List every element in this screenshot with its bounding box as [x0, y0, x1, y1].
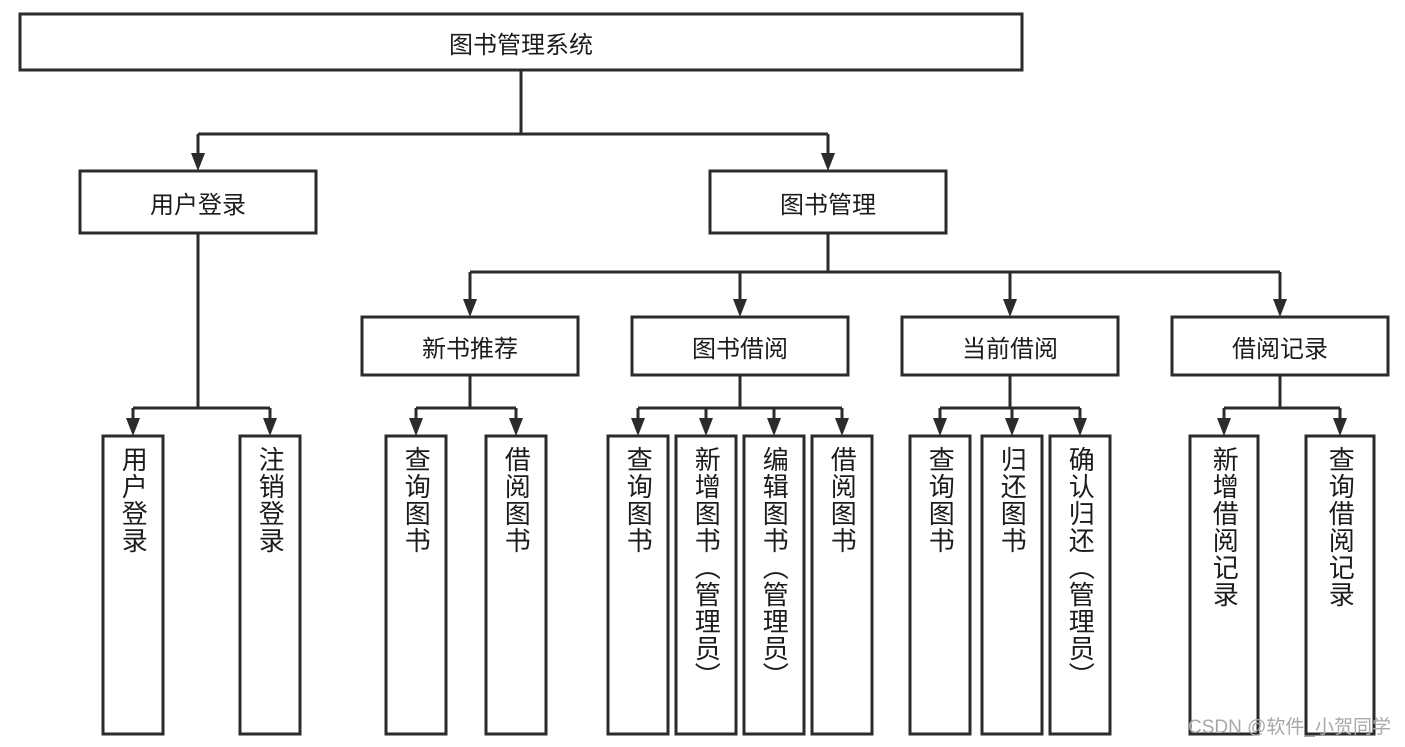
node-box-l3_3[interactable] — [1170, 315, 1390, 377]
edge-arrowhead-icon — [821, 153, 835, 171]
edge-layer — [126, 70, 1347, 436]
node-box-leaf_6[interactable] — [742, 434, 806, 736]
node-box-l2_1[interactable] — [708, 169, 948, 235]
node-box-l3_2[interactable] — [900, 315, 1120, 377]
node-box-leaf_2[interactable] — [384, 434, 448, 736]
edge-arrowhead-icon — [1273, 299, 1287, 317]
edge-arrowhead-icon — [631, 418, 645, 436]
node-box-leaf_7[interactable] — [810, 434, 874, 736]
edge-arrowhead-icon — [1333, 418, 1347, 436]
node-box-leaf_9[interactable] — [980, 434, 1044, 736]
node-layer — [18, 12, 1390, 736]
edge-arrowhead-icon — [767, 418, 781, 436]
node-box-leaf_12[interactable] — [1304, 434, 1376, 736]
node-box-root[interactable] — [18, 12, 1024, 72]
edge-arrowhead-icon — [191, 153, 205, 171]
edge-arrowhead-icon — [733, 299, 747, 317]
node-box-leaf_3[interactable] — [484, 434, 548, 736]
node-box-leaf_5[interactable] — [674, 434, 738, 736]
edge-arrowhead-icon — [126, 418, 140, 436]
edge-arrowhead-icon — [1003, 299, 1017, 317]
edge-arrowhead-icon — [409, 418, 423, 436]
node-box-leaf_8[interactable] — [908, 434, 972, 736]
edge-arrowhead-icon — [1217, 418, 1231, 436]
edge-arrowhead-icon — [509, 418, 523, 436]
edge-arrowhead-icon — [263, 418, 277, 436]
node-box-l2_0[interactable] — [78, 169, 318, 235]
node-box-leaf_11[interactable] — [1188, 434, 1260, 736]
node-box-leaf_0[interactable] — [101, 434, 165, 736]
edge-arrowhead-icon — [933, 418, 947, 436]
edge-arrowhead-icon — [835, 418, 849, 436]
edge-arrowhead-icon — [699, 418, 713, 436]
node-box-l3_1[interactable] — [630, 315, 850, 377]
edge-arrowhead-icon — [463, 299, 477, 317]
edge-arrowhead-icon — [1073, 418, 1087, 436]
node-box-leaf_10[interactable] — [1048, 434, 1112, 736]
node-box-l3_0[interactable] — [360, 315, 580, 377]
node-box-leaf_4[interactable] — [606, 434, 670, 736]
edge-arrowhead-icon — [1005, 418, 1019, 436]
node-box-leaf_1[interactable] — [238, 434, 302, 736]
